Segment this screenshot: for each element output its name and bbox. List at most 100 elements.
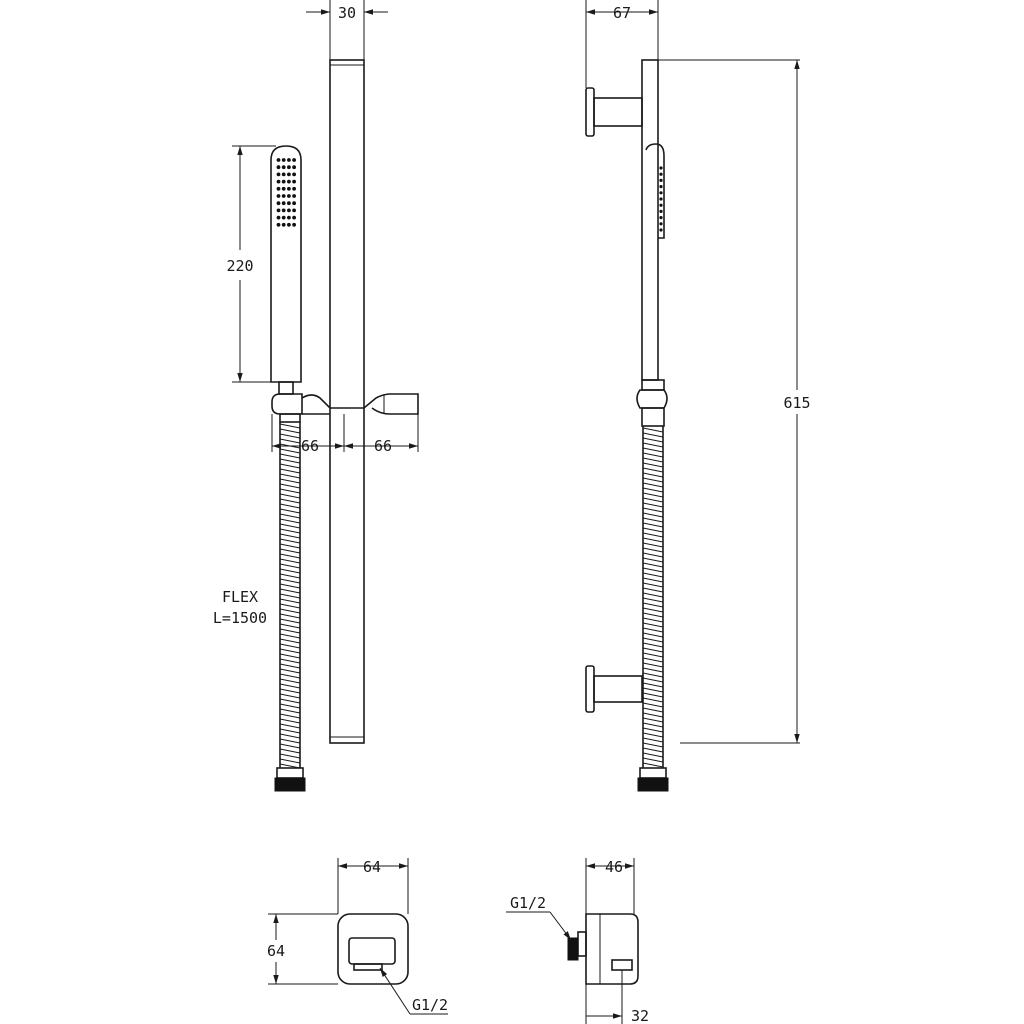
hose-ridge [279,748,301,754]
spray-nozzle [659,178,663,182]
spray-nozzle [276,165,281,170]
hose-ridge [642,542,664,548]
spray-nozzle [659,172,663,176]
spray-nozzle [287,186,291,191]
hose-ridge [642,667,664,673]
hose-ridge [642,677,664,683]
hose-ridge [279,473,301,479]
hose-ridge [642,712,664,718]
spray-nozzle [281,208,286,213]
spray-nozzles [276,158,296,227]
hose-ridge [279,558,301,564]
hose-ridge [279,543,301,549]
bar-width-label: 30 [338,4,356,22]
hose-ridge [279,548,301,554]
hose-ridge [642,452,664,458]
hose-ridge [279,523,301,529]
hose-ridge [279,608,301,614]
hose-ridge [642,522,664,528]
hose-ridge [642,692,664,698]
spray-nozzle [292,201,296,206]
hose-ridge [279,468,301,474]
hose-ridge [642,567,664,573]
hose-ridge [279,628,301,634]
hose-ridge [279,708,301,714]
hose-ridge [279,513,301,519]
hose-ridge [642,447,664,453]
spray-nozzle [659,228,663,232]
hose-ridge [642,552,664,558]
hose-ridge [279,613,301,619]
spray-nozzle [281,165,286,170]
hose-ridge [642,637,664,643]
spray-nozzle [292,172,296,177]
spray-nozzle [276,179,281,184]
hose-ridge [279,453,301,459]
holder-side [636,379,668,427]
hose-ridge [642,687,664,693]
hose-ridge [642,607,664,613]
hose-ridge [642,747,664,753]
spray-nozzle [281,222,286,227]
rail-height-label: 615 [783,394,810,412]
hose-ridge [279,618,301,624]
side-hose [637,426,669,792]
spray-nozzle [281,158,286,162]
hose-ridge [642,652,664,658]
hose-ridge [642,492,664,498]
spray-nozzle [281,172,286,177]
hose-ridge [642,512,664,518]
hose-ridge [642,752,664,758]
bottom-wall-bracket [585,665,643,713]
hose-ridge [642,597,664,603]
hose-ridge [642,757,664,763]
hose-ridge [279,713,301,719]
spray-nozzle [659,197,663,201]
spray-nozzle [292,179,296,184]
hose-ridge [642,707,664,713]
spray-nozzle [292,222,296,227]
hose-ridge [642,617,664,623]
hose-ridge [279,623,301,629]
hose-ridge [642,467,664,473]
spray-nozzle [659,203,663,207]
hose-ridge [279,423,301,429]
hose-ridge [279,493,301,499]
spray-nozzle [287,179,291,184]
hose-ridge [642,557,664,563]
front-view: 30 66 66 [213,0,419,792]
hose-ridge [642,432,664,438]
spray-nozzle [281,186,286,191]
hose-ridge [279,508,301,514]
hose-ridge [642,647,664,653]
spray-nozzle [659,166,663,170]
hose-ridge [642,457,664,463]
spray-nozzle [287,158,291,162]
hose-ridge [279,663,301,669]
hose-ridge [279,603,301,609]
hose-ridge [279,533,301,539]
spray-nozzle [287,208,291,213]
side-view: 67 615 [585,0,811,792]
hose-ridge [642,762,664,768]
spray-nozzle [287,201,291,206]
hose-ridge [279,488,301,494]
hose-ridge [279,733,301,739]
hose-ridge [279,538,301,544]
holder-left-label: 66 [301,437,319,455]
hose-ridge [279,458,301,464]
hose-ridge [642,517,664,523]
wall-outlet-front: 64 64 G1/2 [267,858,448,1015]
outlet-side-depth-label: 46 [605,858,623,876]
outlet-front-thread-label: G1/2 [412,996,448,1014]
hose-ridge [642,702,664,708]
spray-nozzle [292,208,296,213]
hose-ridge [279,683,301,689]
hose-ridge [279,643,301,649]
hose-ridge [642,582,664,588]
hose-ridge [279,443,301,449]
bracket-depth-dimension: 67 [586,4,658,22]
hose-ridge [279,753,301,759]
hose-ridge [279,448,301,454]
